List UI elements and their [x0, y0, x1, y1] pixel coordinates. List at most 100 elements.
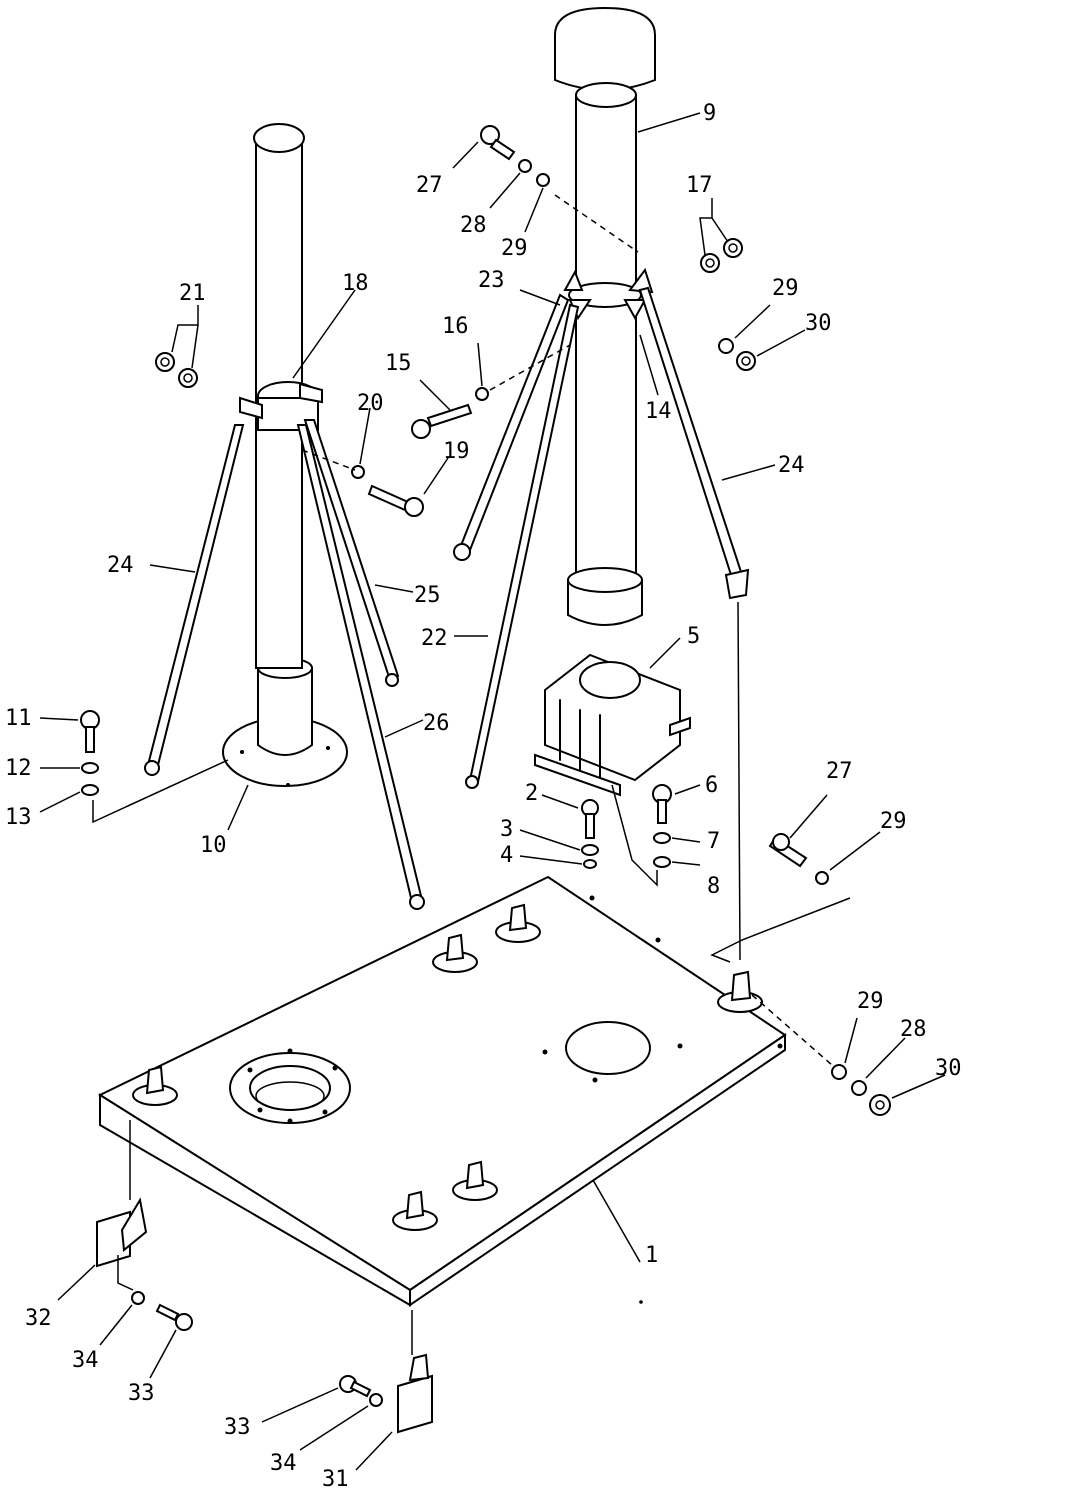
right-washer-29	[536, 173, 550, 187]
right-mast-spigot	[567, 567, 643, 626]
part-label-29c: 29	[880, 809, 907, 834]
bolt-33b	[339, 1375, 372, 1398]
washer-34a	[131, 1291, 145, 1305]
mount-lug-3	[717, 970, 763, 1013]
right-brace-23	[453, 293, 570, 561]
part-label-26: 26	[423, 711, 450, 736]
part-label-19: 19	[443, 439, 470, 464]
part-labels: 1 2 3 4 5 6 7 8 9 10 11 12 13 14 15 16 1…	[5, 101, 962, 1492]
part-label-18: 18	[342, 271, 369, 296]
mount-lug-4	[132, 1065, 178, 1106]
part-label-22: 22	[421, 626, 448, 651]
right-mast-assembly	[411, 6, 756, 789]
left-nut-21b	[178, 368, 198, 388]
washer-3	[581, 844, 599, 856]
left-brace-26	[296, 424, 425, 910]
mount-lug-5	[452, 1160, 498, 1201]
washer-13	[81, 784, 99, 796]
right-washer-16	[475, 387, 489, 401]
right-washer-28	[518, 159, 532, 173]
washer-12	[81, 762, 99, 774]
right-brace-22	[465, 303, 580, 789]
part-label-24b: 24	[107, 553, 134, 578]
hinge-32	[96, 1120, 148, 1291]
left-washer-20	[351, 465, 365, 479]
part-label-34a: 34	[72, 1348, 99, 1373]
washer-29-lower	[815, 871, 829, 885]
washer-34b	[369, 1393, 383, 1407]
part-label-6: 6	[705, 773, 718, 798]
part-label-34b: 34	[270, 1451, 297, 1476]
part-label-8: 8	[707, 874, 720, 899]
bolt-27-lower	[768, 833, 808, 868]
right-mast-tube	[575, 82, 637, 581]
left-nut-21a	[155, 352, 175, 372]
part-label-29b: 29	[772, 276, 799, 301]
part-label-5: 5	[687, 624, 700, 649]
part-label-9: 9	[703, 101, 716, 126]
left-mast-clamp	[239, 381, 323, 431]
nut-30-plate	[869, 1094, 891, 1116]
part-label-14: 14	[645, 399, 672, 424]
washer-4	[583, 859, 597, 869]
part-label-30b: 30	[935, 1056, 962, 1081]
mount-lug-1	[432, 933, 478, 973]
part-label-27a: 27	[416, 173, 443, 198]
part-label-32: 32	[25, 1306, 52, 1331]
part-label-31: 31	[322, 1467, 349, 1492]
part-label-15: 15	[385, 351, 412, 376]
right-bolt-15	[411, 403, 473, 439]
left-mast-base-flange	[222, 657, 348, 787]
part-label-30a: 30	[805, 311, 832, 336]
bolt-2	[581, 799, 599, 839]
washer-29-plate	[831, 1064, 847, 1080]
part-label-28b: 28	[900, 1017, 927, 1042]
base-plate	[97, 875, 787, 1307]
right-nut-17b	[723, 238, 743, 258]
mount-lug-2	[495, 903, 541, 943]
part-label-11: 11	[5, 706, 32, 731]
part-label-28a: 28	[460, 213, 487, 238]
part-label-16: 16	[442, 314, 469, 339]
left-brace-25	[303, 419, 400, 687]
part-label-24a: 24	[778, 453, 805, 478]
washer-7	[653, 832, 671, 844]
part-label-12: 12	[5, 756, 32, 781]
right-brace-24	[638, 286, 750, 600]
part-label-27b: 27	[826, 759, 853, 784]
support-bracket-5	[534, 653, 691, 797]
right-nut-30	[736, 351, 756, 371]
part-label-21: 21	[179, 281, 206, 306]
left-brace-24	[144, 424, 245, 776]
bolt-11	[80, 710, 100, 753]
washer-28-plate	[851, 1080, 867, 1096]
part-label-29d: 29	[857, 989, 884, 1014]
washer-8	[653, 856, 671, 868]
right-mast-clamp	[563, 267, 654, 321]
part-label-29a: 29	[501, 236, 528, 261]
mount-lug-6	[392, 1190, 438, 1231]
right-bolt-27	[480, 125, 516, 161]
part-label-20: 20	[357, 391, 384, 416]
part-label-7: 7	[707, 829, 720, 854]
left-mast-assembly	[144, 123, 425, 910]
part-label-10: 10	[200, 833, 227, 858]
part-label-13: 13	[5, 805, 32, 830]
bolt-33a	[155, 1303, 193, 1331]
right-mast-cap	[554, 6, 656, 91]
hinge-31	[397, 1310, 433, 1434]
part-label-1: 1	[645, 1243, 658, 1268]
part-label-33a: 33	[128, 1381, 155, 1406]
part-label-23: 23	[478, 268, 505, 293]
part-label-3: 3	[500, 817, 513, 842]
part-label-4: 4	[500, 843, 513, 868]
right-nut-17a	[700, 253, 720, 273]
part-label-17: 17	[686, 173, 713, 198]
bolt-6	[652, 784, 672, 824]
left-bolt-19	[367, 484, 424, 517]
right-washer-29b	[718, 338, 734, 354]
leader-lines	[39, 112, 946, 1471]
part-label-33b: 33	[224, 1415, 251, 1440]
part-label-25: 25	[414, 583, 441, 608]
